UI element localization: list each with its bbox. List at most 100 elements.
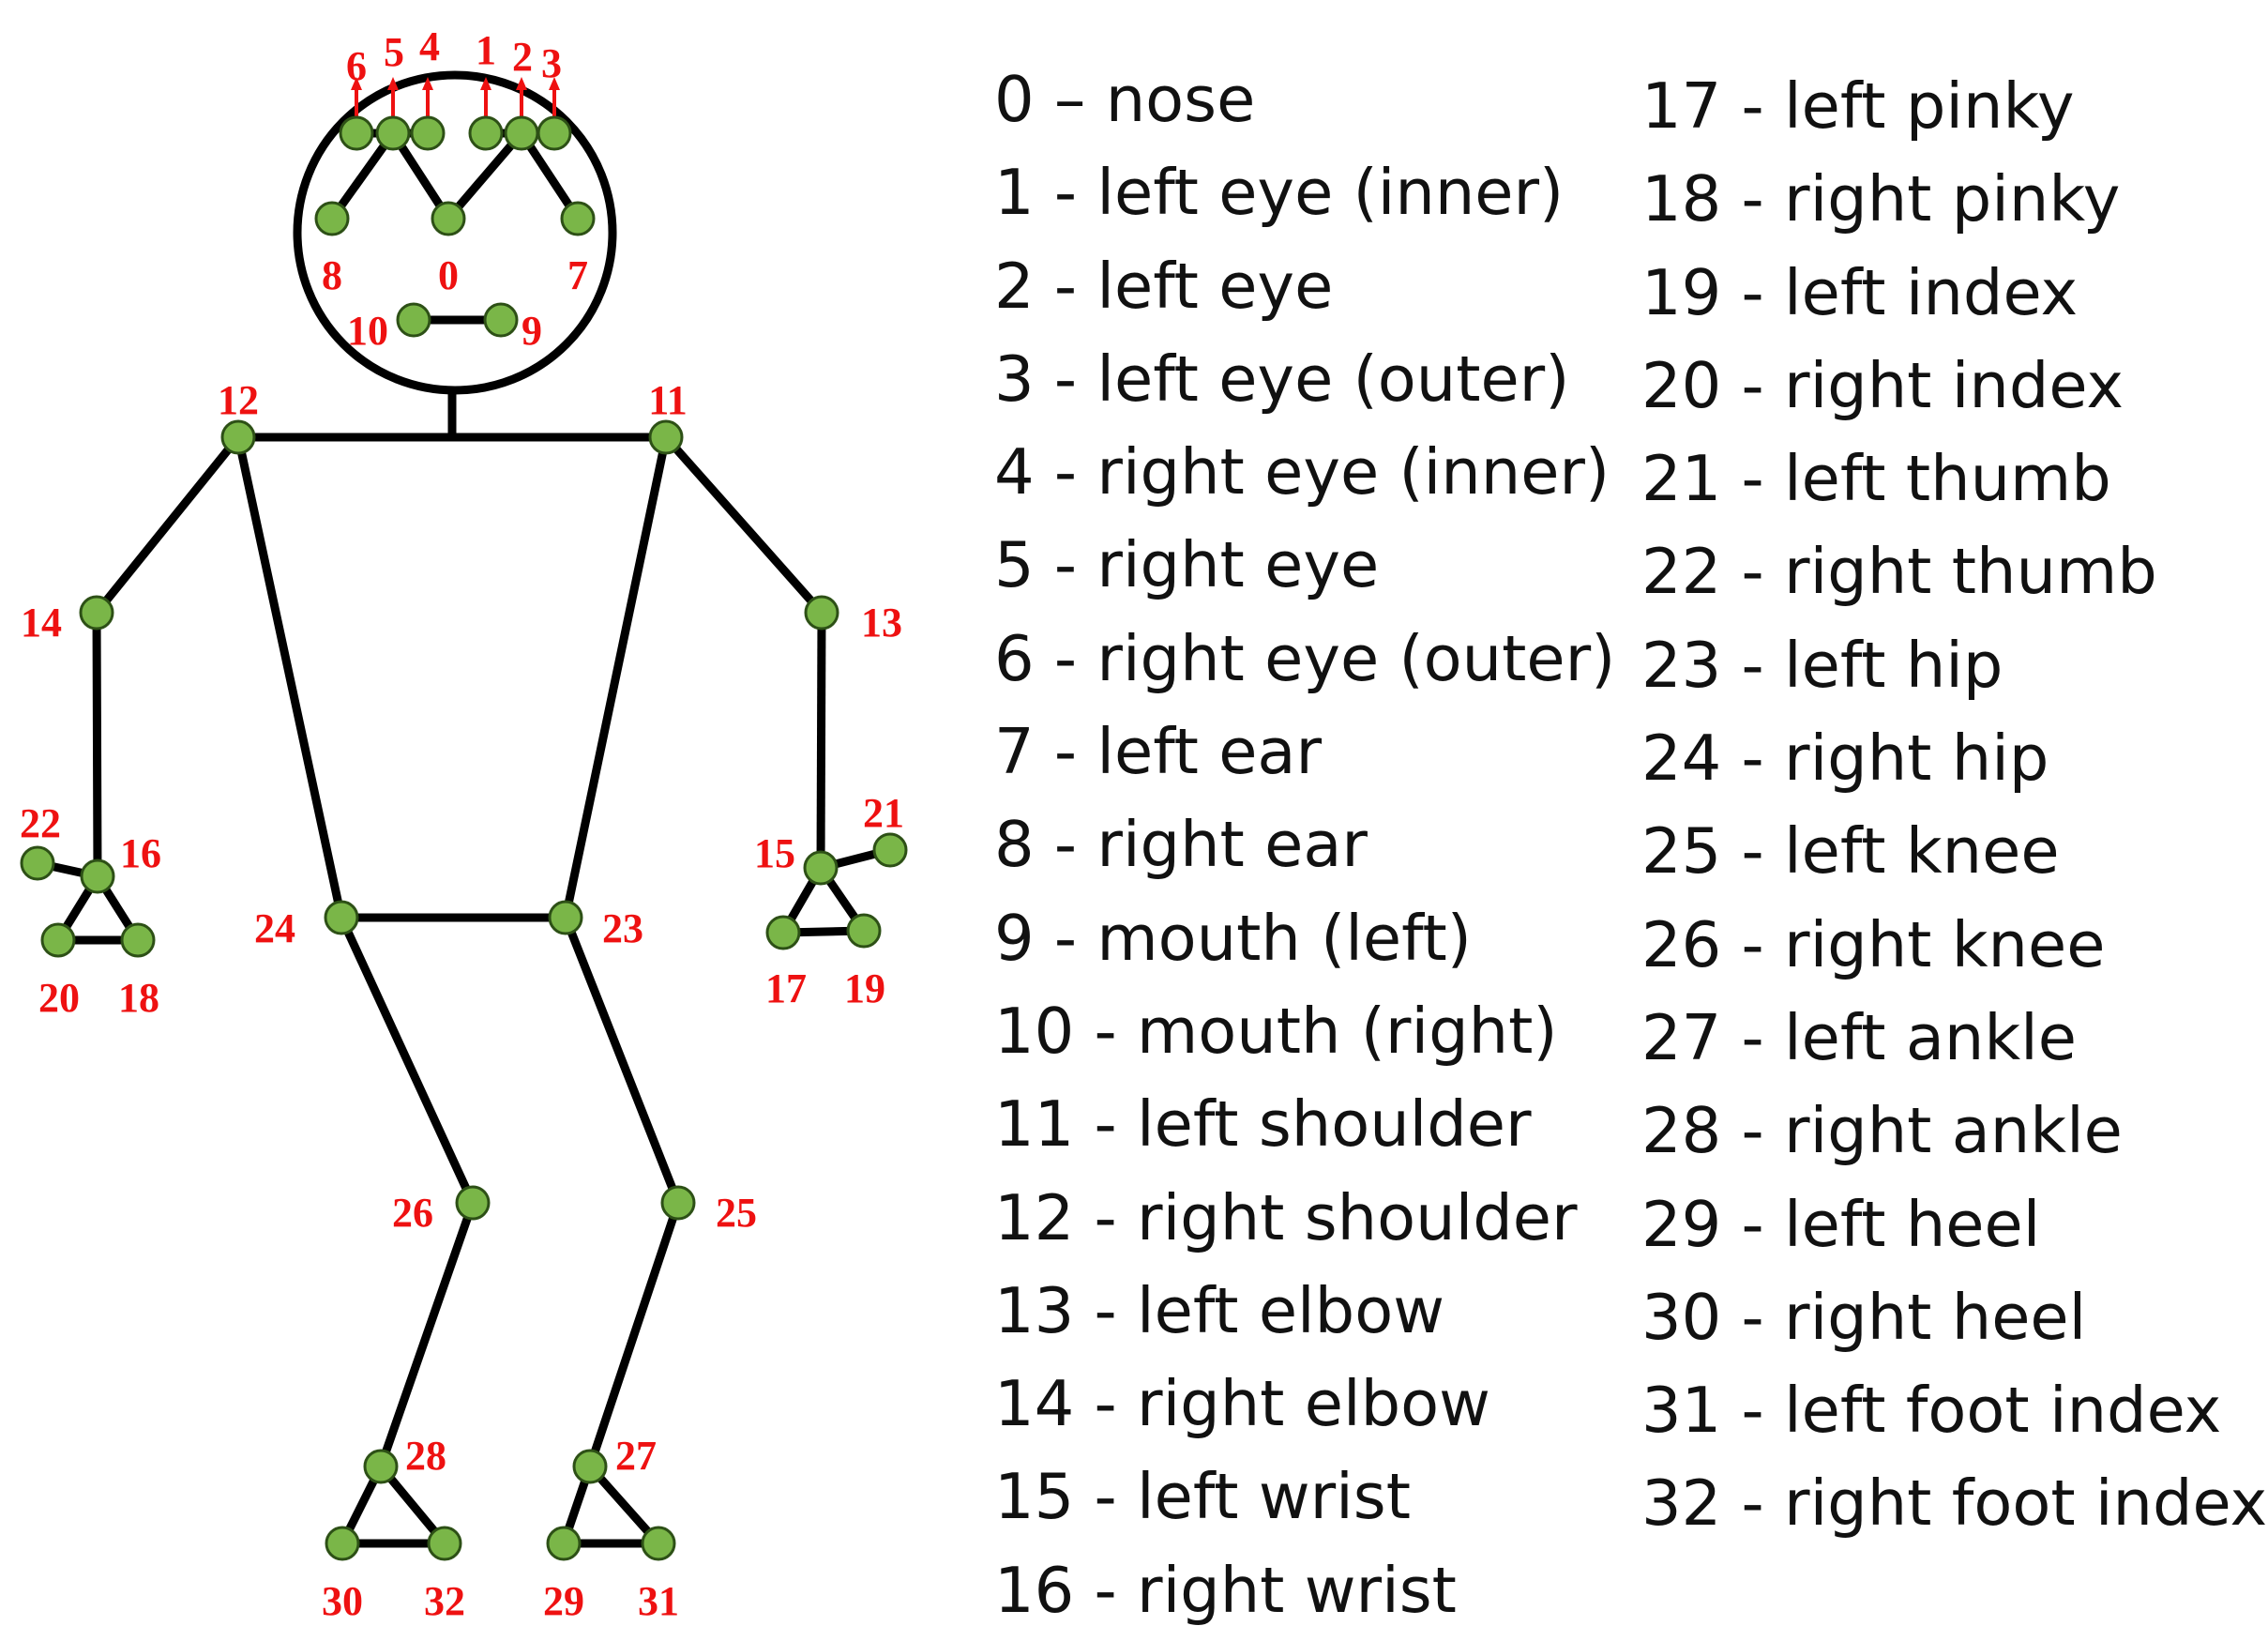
legend-item: 8 - right ear [994,808,1368,882]
bone-25-27 [585,1198,683,1471]
keypoint-28 [363,1449,399,1484]
keypoint-23 [548,900,583,935]
keypoint-label-2: 2 [512,34,533,80]
keypoint-7 [560,201,596,236]
keypoint-label-10: 10 [347,308,388,354]
legend-item: 29 - left heel [1641,1187,2041,1261]
eye-arrow-3 [549,77,560,120]
keypoint-label-27: 27 [615,1433,657,1479]
keypoint-label-19: 19 [844,965,885,1011]
bone-12-24 [234,433,346,922]
keypoint-label-12: 12 [218,377,259,423]
legend-item: 19 - left index [1641,255,2079,329]
keypoint-label-25: 25 [716,1190,757,1236]
keypoint-label-32: 32 [424,1578,465,1624]
keypoint-20 [40,922,76,958]
legend-item: 24 - right hip [1641,722,2049,796]
keypoint-22 [20,845,55,881]
bone-8-5 [327,129,398,223]
keypoint-label-13: 13 [861,600,902,646]
bone-23-25 [561,913,683,1208]
keypoint-25 [660,1185,696,1221]
keypoint-label-18: 18 [118,975,159,1021]
keypoint-label-31: 31 [638,1578,679,1624]
keypoint-16 [80,858,115,894]
legend-item: 2 - left eye [994,249,1334,323]
keypoint-5 [375,115,411,151]
keypoint-label-0: 0 [438,252,459,298]
keypoint-27 [572,1449,608,1484]
keypoint-label-20: 20 [38,975,80,1021]
eye-arrow-5 [387,77,399,120]
keypoint-14 [79,595,114,631]
legend-item: 3 - left eye (outer) [994,342,1570,416]
bone-11-13 [661,433,826,617]
legend-item: 10 - mouth (right) [994,994,1558,1068]
keypoint-31 [641,1526,676,1561]
keypoint-12 [220,419,256,455]
keypoint-18 [120,922,156,958]
keypoint-label-11: 11 [648,377,688,423]
eye-arrow-6 [351,77,362,120]
keypoint-label-4: 4 [419,23,440,69]
legend-item: 0 – nose [994,63,1256,136]
legend-item: 11 - left shoulder [994,1087,1532,1162]
legend-item: 4 - right eye (inner) [994,435,1610,509]
legend-item: 28 - right ankle [1641,1094,2123,1168]
keypoint-1 [468,115,504,151]
keypoint-13 [804,595,839,631]
keypoint-label-6: 6 [346,43,367,89]
bone-24-26 [337,913,477,1208]
keypoint-label-3: 3 [541,40,562,86]
legend-column-1: 0 – nose 1 - left eye (inner) 2 - left eye… [994,53,1615,1637]
eye-arrow-4 [422,77,433,120]
keypoint-0 [431,201,466,236]
keypoint-label-5: 5 [384,29,404,75]
keypoint-label-21: 21 [863,790,904,836]
keypoint-6 [339,115,374,151]
keypoint-label-24: 24 [254,905,295,951]
legend-item: 30 - right heel [1641,1280,2087,1354]
keypoint-29 [546,1526,582,1561]
legend-item: 6 - right eye (outer) [994,621,1616,695]
legend-item: 22 - right thumb [1641,535,2157,609]
keypoint-15 [803,850,839,886]
keypoint-label-17: 17 [765,965,807,1011]
bone-26-28 [376,1198,477,1471]
keypoint-label-9: 9 [522,308,542,354]
legend-item: 21 - left thumb [1641,442,2111,516]
keypoint-label-23: 23 [602,905,643,951]
keypoint-26 [455,1185,491,1221]
keypoint-4 [410,115,446,151]
legend-item: 26 - right knee [1641,907,2106,981]
keypoint-30 [325,1526,360,1561]
keypoint-label-16: 16 [120,830,161,876]
keypoint-label-26: 26 [392,1190,433,1236]
bone-12-14 [92,433,243,617]
bone-0-2 [444,129,526,223]
keypoint-label-7: 7 [567,252,588,298]
legend-item: 13 - left elbow [994,1273,1444,1347]
keypoint-label-30: 30 [322,1578,363,1624]
keypoint-3 [537,115,572,151]
keypoint-label-22: 22 [20,800,61,846]
legend-item: 15 - left wrist [994,1460,1411,1534]
legend-item: 16 - right wrist [994,1553,1457,1627]
eye-arrow-1 [480,77,491,120]
keypoint-label-15: 15 [754,830,795,876]
keypoint-10 [396,302,431,338]
keypoint-19 [846,913,882,949]
legend-item: 32 - right foot index [1641,1466,2268,1541]
keypoint-21 [872,832,908,868]
keypoint-label-29: 29 [543,1578,584,1624]
legend-item: 23 - left hip [1641,628,2003,702]
legend-item: 27 - left ankle [1641,1000,2077,1074]
legend-item: 1 - left eye (inner) [994,156,1565,230]
bone-11-23 [561,433,671,922]
legend-item: 12 - right shoulder [994,1180,1578,1254]
legend-item: 14 - right elbow [994,1367,1490,1441]
bone-13-15 [816,608,826,873]
legend-item: 25 - left knee [1641,814,2060,889]
